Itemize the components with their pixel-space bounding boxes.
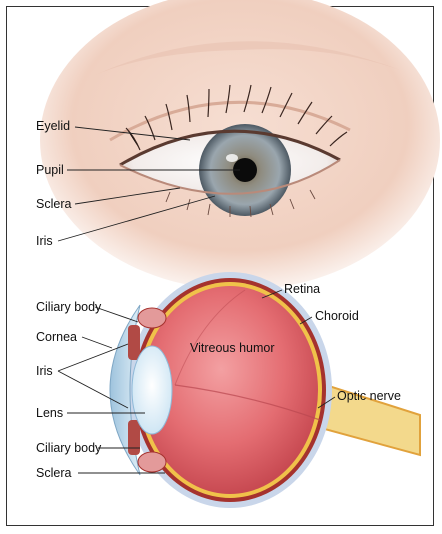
ciliary-upper (137, 307, 167, 329)
eye-cross-section (100, 272, 421, 508)
lens-shape (131, 345, 173, 435)
eye-highlight (226, 154, 238, 162)
label-sclera-bottom: Sclera (36, 466, 71, 480)
label-choroid: Choroid (315, 309, 359, 323)
lower-lid-edge (119, 159, 341, 195)
label-optic-nerve: Optic nerve (337, 389, 401, 403)
external-eye-illustration (40, 0, 440, 290)
label-ciliary-body-top: Ciliary body (36, 300, 102, 314)
label-eyelid: Eyelid (36, 119, 70, 133)
labels: Eyelid Pupil Sclera Iris Ciliary body Co… (36, 119, 401, 480)
label-ciliary-body-bottom: Ciliary body (36, 441, 102, 455)
leader-lines (57, 126, 336, 474)
front-cutaway (100, 295, 150, 485)
label-cornea: Cornea (36, 330, 77, 344)
lid-crease (109, 100, 351, 142)
label-retina: Retina (284, 282, 320, 296)
label-lens: Lens (36, 406, 63, 420)
label-sclera-top: Sclera (36, 197, 71, 211)
pupil-visible (233, 158, 257, 182)
vitreous-body (142, 286, 318, 494)
label-iris-top: Iris (36, 234, 53, 248)
label-pupil: Pupil (36, 163, 64, 177)
upper-lid-edge (119, 129, 341, 167)
brow-shadow (95, 41, 400, 75)
lower-lashes (165, 189, 316, 218)
iris-lower (128, 420, 140, 455)
label-iris-bottom: Iris (36, 364, 53, 378)
ciliary-lower (137, 451, 167, 473)
iris-upper (128, 325, 140, 360)
label-vitreous-humor: Vitreous humor (190, 341, 275, 355)
